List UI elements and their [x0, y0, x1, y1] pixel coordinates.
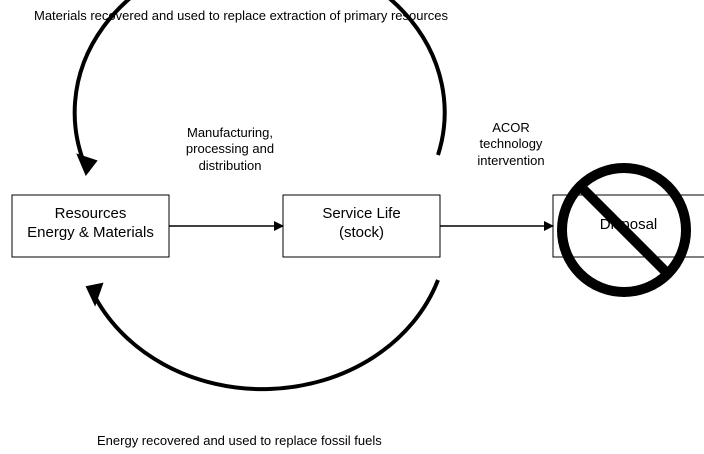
disposal-box-label: Disposal	[599, 216, 658, 233]
manufacturing-line-2: processing and	[185, 141, 275, 157]
acor-line-3: intervention	[477, 152, 545, 168]
prohibition-icon	[557, 163, 691, 297]
acor-line-2: technology	[479, 136, 543, 152]
acor-label: ACOR technology intervention	[456, 120, 566, 169]
bottom-caption: Energy recovered and used to replace fos…	[97, 433, 382, 448]
resources-line-1: Resources	[54, 205, 127, 222]
material-loop-arrow	[72, 0, 447, 173]
energy-loop-arrow	[90, 279, 440, 392]
top-caption: Materials recovered and used to replace …	[34, 8, 449, 23]
manufacturing-line-3: distribution	[198, 157, 262, 173]
manufacturing-line-1: Manufacturing,	[187, 125, 273, 140]
energy-loop-arrowhead	[85, 282, 104, 307]
service-box-label: Service Life (stock)	[283, 205, 440, 243]
acor-line-1: ACOR	[492, 120, 530, 135]
manufacturing-label: Manufacturing, processing and distributi…	[170, 125, 290, 174]
resources-box	[11, 194, 170, 258]
resources-line-2: Energy & Materials	[27, 223, 154, 241]
resources-box-label: Resources Energy & Materials	[12, 205, 169, 243]
material-loop-arrowhead	[76, 153, 98, 176]
service-line-2: (stock)	[339, 223, 384, 241]
service-line-1: Service Life	[322, 205, 401, 222]
